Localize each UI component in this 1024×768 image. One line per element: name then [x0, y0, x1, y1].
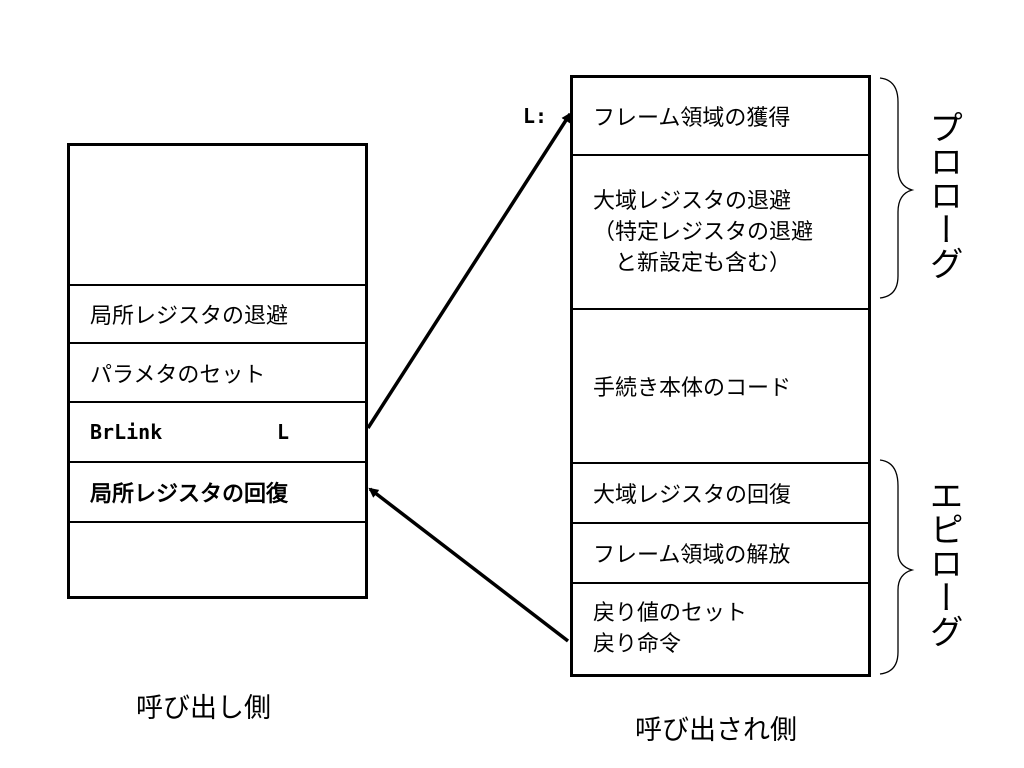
prologue-brace: [879, 77, 915, 299]
epilogue-brace: [879, 459, 915, 675]
entry-label: L:: [523, 104, 548, 128]
caller-caption: 呼び出し側: [136, 693, 271, 724]
epilogue-label: エピローグ: [923, 478, 963, 655]
callee-body-code: 手続き本体のコード: [573, 310, 868, 464]
callee-save-global-line2: （特定レジスタの退避: [593, 219, 814, 245]
callee-save-global-line3: と新設定も含む）: [593, 250, 792, 276]
return-arrow: [368, 487, 570, 643]
callee-allocate-frame: フレーム領域の獲得: [573, 78, 868, 156]
prologue-text: プロローグ: [923, 110, 963, 280]
callee-release-frame-label: フレーム領域の解放: [593, 543, 791, 568]
caller-restore-local-label: 局所レジスタの回復: [90, 482, 289, 507]
caller-brlink: BrLink L: [70, 403, 365, 463]
caller-save-local-registers: 局所レジスタの退避: [70, 286, 365, 344]
callee-allocate-frame-label: フレーム領域の獲得: [593, 106, 791, 131]
callee-set-return-value: 戻り値のセット: [593, 601, 748, 626]
callee-body-code-label: 手続き本体のコード: [593, 376, 792, 401]
brlink-instruction: BrLink: [90, 420, 163, 444]
caller-empty-top: [70, 146, 365, 286]
prologue-label: プロローグ: [923, 110, 963, 287]
callee-return-instruction: 戻り命令: [593, 632, 682, 657]
callee-stack: フレーム領域の獲得 大域レジスタの退避 （特定レジスタの退避 と新設定も含む） …: [570, 75, 871, 677]
caller-set-params-label: パラメタのセット: [90, 362, 266, 388]
caller-stack: 局所レジスタの退避 パラメタのセット BrLink L 局所レジスタの回復: [67, 143, 368, 599]
callee-restore-global-label: 大域レジスタの回復: [593, 483, 792, 508]
callee-save-global-line1: 大域レジスタの退避: [593, 188, 792, 214]
callee-restore-global-registers: 大域レジスタの回復: [573, 464, 868, 524]
epilogue-text: エピローグ: [923, 478, 963, 648]
callee-save-global-registers: 大域レジスタの退避 （特定レジスタの退避 と新設定も含む）: [573, 156, 868, 310]
callee-return: 戻り値のセット 戻り命令: [573, 584, 868, 674]
caller-save-local-label: 局所レジスタの退避: [90, 304, 289, 329]
callee-release-frame: フレーム領域の解放: [573, 524, 868, 584]
call-arrow: [366, 112, 572, 429]
caller-restore-local-registers: 局所レジスタの回復: [70, 463, 365, 523]
caller-set-params: パラメタのセット: [70, 344, 365, 403]
brlink-operand: L: [277, 420, 290, 444]
callee-caption: 呼び出され側: [635, 715, 797, 746]
